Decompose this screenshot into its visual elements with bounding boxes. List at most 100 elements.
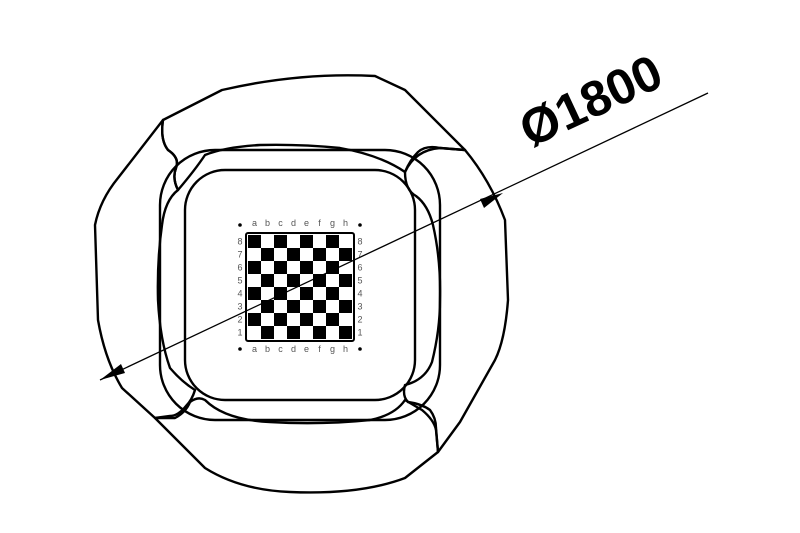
file-label-top: a (252, 218, 257, 228)
rank-label-right: 2 (357, 315, 362, 325)
file-label-bottom: h (343, 344, 348, 354)
file-label-top: e (304, 218, 309, 228)
board-square-light (326, 300, 339, 313)
board-square-light (248, 248, 261, 261)
rank-label-left: 8 (237, 237, 242, 247)
board-square-dark (326, 235, 339, 248)
board-square-dark (339, 326, 352, 339)
board-square-light (313, 261, 326, 274)
board-square-light (274, 248, 287, 261)
board-square-dark (248, 235, 261, 248)
board-square-light (248, 326, 261, 339)
board-corner-dot (358, 347, 362, 351)
board-square-dark (300, 235, 313, 248)
board-square-light (326, 326, 339, 339)
board-square-dark (326, 313, 339, 326)
board-square-light (274, 326, 287, 339)
board-square-dark (287, 326, 300, 339)
file-label-top: b (265, 218, 270, 228)
dimension-line (99, 92, 709, 381)
seat-segment-bottom (153, 397, 440, 494)
board-square-light (287, 235, 300, 248)
dimension-arrow-left (100, 364, 125, 380)
board-square-dark (300, 287, 313, 300)
file-label-bottom: c (278, 344, 283, 354)
board-square-light (300, 326, 313, 339)
board-square-light (300, 300, 313, 313)
board-frame (245, 232, 355, 342)
board-square-dark (339, 274, 352, 287)
board-square-dark (248, 287, 261, 300)
diameter-dimension: Ø1800 (99, 44, 709, 381)
board-square-light (313, 287, 326, 300)
board-square-dark (261, 274, 274, 287)
table-top-outer (158, 148, 442, 422)
rank-label-left: 1 (237, 328, 242, 338)
board-square-dark (300, 261, 313, 274)
board-square-dark (339, 300, 352, 313)
rank-label-right: 3 (357, 302, 362, 312)
board-square-light (326, 248, 339, 261)
rank-label-left: 5 (237, 276, 242, 286)
board-square-light (248, 274, 261, 287)
board-square-dark (313, 326, 326, 339)
file-label-top: c (278, 218, 283, 228)
board-corner-dot (238, 223, 242, 227)
board-square-dark (274, 287, 287, 300)
seat-segment-left (93, 118, 197, 420)
file-label-top: h (343, 218, 348, 228)
rank-label-left: 3 (237, 302, 242, 312)
board-square-light (287, 313, 300, 326)
board-corner-dot (358, 223, 362, 227)
board-square-light (261, 235, 274, 248)
board-square-light (339, 261, 352, 274)
board-square-dark (287, 300, 300, 313)
file-label-bottom: f (318, 344, 321, 354)
board-square-dark (313, 300, 326, 313)
board-square-dark (326, 261, 339, 274)
board-square-dark (274, 261, 287, 274)
board-square-light (274, 300, 287, 313)
board-square-dark (261, 248, 274, 261)
rank-label-right: 4 (357, 289, 362, 299)
rank-label-left: 4 (237, 289, 242, 299)
rank-label-left: 7 (237, 250, 242, 260)
board-square-light (339, 313, 352, 326)
board-square-dark (326, 287, 339, 300)
file-label-top: f (318, 218, 321, 228)
table-top (183, 168, 417, 402)
board-square-dark (287, 248, 300, 261)
board-square-light (261, 287, 274, 300)
board-square-light (274, 274, 287, 287)
board-square-light (261, 313, 274, 326)
board-square-light (339, 287, 352, 300)
board-square-dark (287, 274, 300, 287)
rank-label-right: 8 (357, 237, 362, 247)
board-corner-dot (238, 347, 242, 351)
board-square-dark (274, 235, 287, 248)
file-label-bottom: g (330, 344, 335, 354)
rank-label-left: 6 (237, 263, 242, 273)
board-square-dark (339, 248, 352, 261)
board-square-dark (248, 261, 261, 274)
board-square-light (326, 274, 339, 287)
board-square-light (261, 261, 274, 274)
board-square-light (339, 235, 352, 248)
rank-label-right: 1 (357, 328, 362, 338)
board-square-dark (313, 248, 326, 261)
file-label-bottom: e (304, 344, 309, 354)
file-label-top: g (330, 218, 335, 228)
file-label-bottom: b (265, 344, 270, 354)
file-label-bottom: a (252, 344, 257, 354)
seat-segment-right (402, 146, 510, 454)
board-square-dark (261, 326, 274, 339)
board-square-dark (248, 313, 261, 326)
board-square-light (287, 261, 300, 274)
board-square-dark (274, 313, 287, 326)
file-label-bottom: d (291, 344, 296, 354)
rank-label-left: 2 (237, 315, 242, 325)
rank-label-right: 6 (357, 263, 362, 273)
board-square-dark (261, 300, 274, 313)
